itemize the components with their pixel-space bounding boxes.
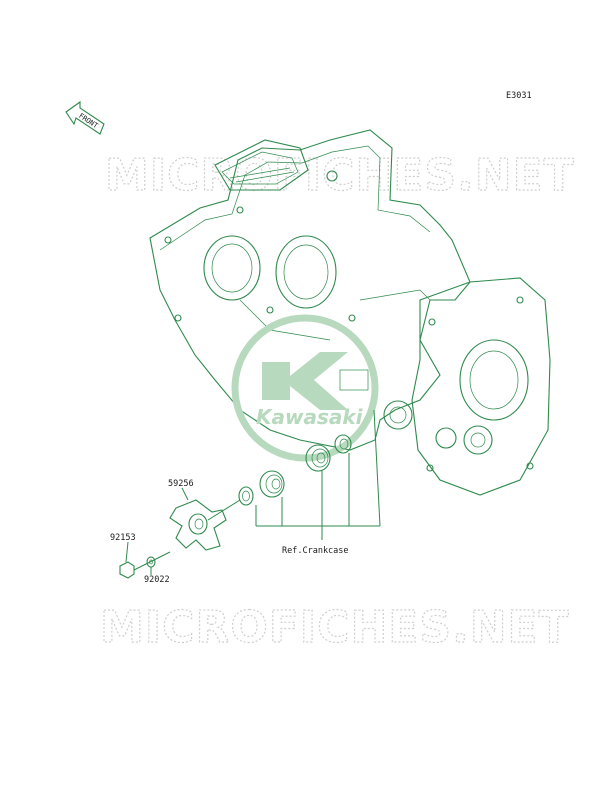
- crankcase-drawing: [149, 129, 551, 496]
- part-label-92022: 92022: [144, 575, 170, 585]
- leader-59256: [181, 487, 189, 501]
- bearing: [305, 444, 331, 472]
- watermark-bottom: MICROFICHES.NET: [100, 602, 570, 653]
- logo-text: Kawasaki: [256, 405, 364, 429]
- seal-large: [259, 470, 285, 498]
- leader-92153: [125, 541, 129, 563]
- water-pump-impeller: [169, 499, 241, 551]
- kawasaki-logo-watermark: Kawasaki: [231, 314, 379, 462]
- ref-crankcase-label: Ref.Crankcase: [282, 546, 349, 556]
- part-label-92153: 92153: [110, 533, 136, 543]
- diagram-code: E3031: [506, 91, 532, 101]
- part-label-59256: 59256: [168, 479, 194, 489]
- ref-crankcase-bracket: [255, 409, 381, 540]
- front-arrow-icon: FRONT: [65, 100, 105, 135]
- watermark-top: MICROFICHES.NET: [105, 150, 575, 201]
- ring: [334, 434, 352, 454]
- seal-small: [238, 486, 254, 506]
